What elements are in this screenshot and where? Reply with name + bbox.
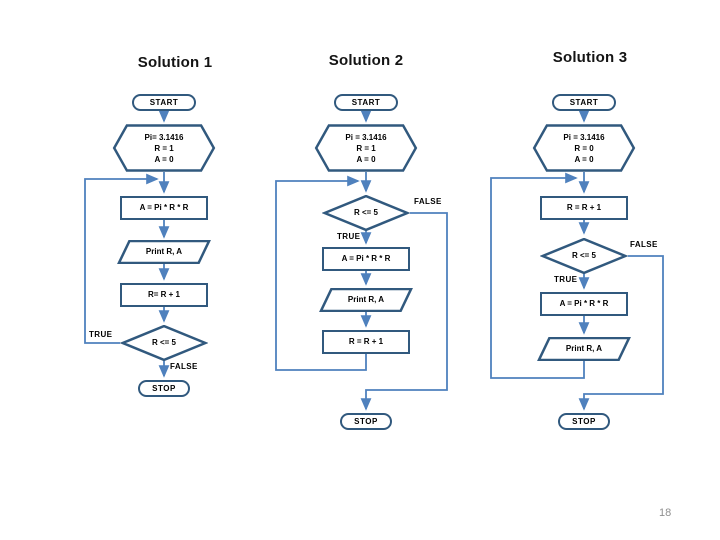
solution3-title: Solution 3	[552, 49, 628, 66]
diamond-shape	[540, 238, 628, 274]
s1-false-branch-label: FALSE	[170, 362, 198, 371]
s1-start-label: START	[149, 97, 179, 107]
solution2-title: Solution 2	[328, 52, 404, 69]
s2-compute-process: A = Pi * R * R	[322, 247, 410, 271]
s2-init-hexagon: Pi = 3.1416 R = 1 A = 0	[313, 124, 419, 172]
s2-print-parallelogram: Print R, A	[318, 288, 414, 312]
s3-wire-loop-back	[490, 172, 585, 379]
s3-print-parallelogram: Print R, A	[536, 337, 632, 361]
s3-start-label: START	[569, 97, 599, 107]
hexagon-shape	[313, 124, 419, 172]
s3-init-line2: R = 0	[574, 143, 594, 153]
s2-true-branch-label: TRUE	[337, 232, 361, 241]
s1-increment-label: R= R + 1	[147, 290, 180, 299]
solution1-title: Solution 1	[137, 54, 213, 71]
s3-init-line3: A = 0	[574, 154, 594, 164]
s3-true-branch-label: TRUE	[554, 275, 578, 284]
diamond-shape	[322, 195, 410, 231]
s3-false-branch-label: FALSE	[630, 240, 658, 249]
s1-print-parallelogram: Print R, A	[116, 240, 212, 264]
s2-increment-label: R = R + 1	[348, 337, 384, 346]
s1-stop-label: STOP	[152, 383, 176, 393]
parallelogram-shape	[318, 288, 414, 312]
s2-init-line3: A = 0	[356, 154, 376, 164]
s3-increment-label: R = R + 1	[566, 203, 602, 212]
s2-init-line1: Pi = 3.1416	[345, 132, 387, 142]
parallelogram-shape	[116, 240, 212, 264]
s1-print-label: Print R, A	[145, 247, 183, 256]
s2-decision-label: R <= 5	[353, 208, 378, 217]
s2-print-label: Print R, A	[347, 295, 385, 304]
s2-init-line2: R = 1	[356, 143, 376, 153]
s2-start-label: START	[351, 97, 381, 107]
s1-init-line3: A = 0	[154, 154, 174, 164]
s3-stop-terminator: STOP	[558, 413, 610, 430]
parallelogram-shape	[536, 337, 632, 361]
s1-compute-process: A = Pi * R * R	[120, 196, 208, 220]
hexagon-shape	[111, 124, 217, 172]
s3-print-label: Print R, A	[565, 344, 603, 353]
s1-increment-process: R= R + 1	[120, 283, 208, 307]
s1-init-line1: Pi= 3.1416	[144, 132, 184, 142]
s3-decision-label: R <= 5	[571, 251, 596, 260]
diamond-shape	[120, 325, 208, 361]
s2-false-branch-label: FALSE	[414, 197, 442, 206]
s3-compute-process: A = Pi * R * R	[540, 292, 628, 316]
s2-decision-diamond: R <= 5	[322, 195, 410, 231]
page-number: 18	[659, 507, 672, 519]
s3-compute-label: A = Pi * R * R	[559, 299, 609, 308]
s3-stop-label: STOP	[572, 416, 596, 426]
s1-compute-label: A = Pi * R * R	[139, 203, 189, 212]
hexagon-shape	[531, 124, 637, 172]
s1-init-line2: R = 1	[154, 143, 174, 153]
s3-increment-process: R = R + 1	[540, 196, 628, 220]
s3-init-line1: Pi = 3.1416	[563, 132, 605, 142]
s3-start-terminator: START	[552, 94, 616, 111]
s3-init-hexagon: Pi = 3.1416 R = 0 A = 0	[531, 124, 637, 172]
s1-decision-diamond: R <= 5	[120, 325, 208, 361]
s2-wire-loop-back	[275, 175, 367, 371]
s3-decision-diamond: R <= 5	[540, 238, 628, 274]
s1-decision-label: R <= 5	[151, 338, 176, 347]
s3-wire-decision-stop-false	[578, 255, 664, 411]
s1-start-terminator: START	[132, 94, 196, 111]
s2-start-terminator: START	[334, 94, 398, 111]
s2-wire-decision-stop-false	[360, 212, 448, 411]
s2-compute-label: A = Pi * R * R	[341, 254, 391, 263]
s2-stop-label: STOP	[354, 416, 378, 426]
s1-wire-true-loop	[84, 173, 159, 344]
s1-stop-terminator: STOP	[138, 380, 190, 397]
s1-true-branch-label: TRUE	[89, 330, 113, 339]
s1-init-hexagon: Pi= 3.1416 R = 1 A = 0	[111, 124, 217, 172]
s2-increment-process: R = R + 1	[322, 330, 410, 354]
s2-stop-terminator: STOP	[340, 413, 392, 430]
